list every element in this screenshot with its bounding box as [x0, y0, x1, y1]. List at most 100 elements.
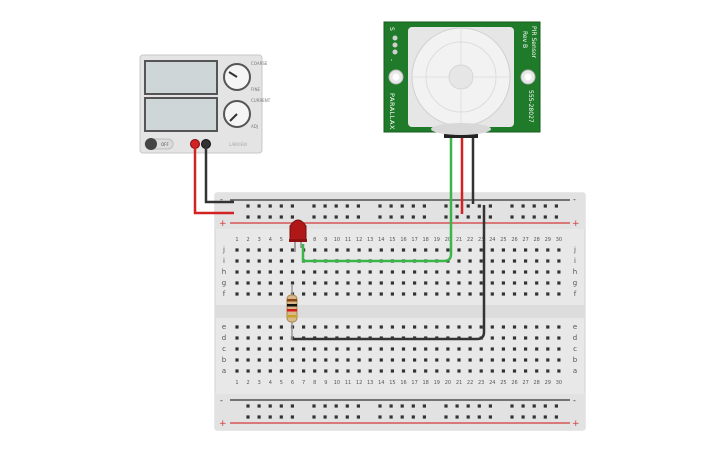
grid-hole[interactable] — [313, 270, 317, 274]
grid-hole[interactable] — [279, 369, 283, 373]
grid-hole[interactable] — [479, 325, 483, 329]
grid-hole[interactable] — [257, 369, 261, 373]
grid-hole[interactable] — [546, 336, 550, 340]
grid-hole[interactable] — [379, 325, 383, 329]
grid-hole[interactable] — [435, 325, 439, 329]
rail-hole[interactable] — [268, 204, 272, 208]
rail-hole[interactable] — [345, 415, 349, 419]
rail-hole[interactable] — [323, 215, 327, 219]
grid-hole[interactable] — [557, 270, 561, 274]
rail-hole[interactable] — [477, 204, 481, 208]
grid-hole[interactable] — [324, 347, 328, 351]
rail-hole[interactable] — [532, 415, 536, 419]
grid-hole[interactable] — [235, 270, 239, 274]
rail-hole[interactable] — [411, 215, 415, 219]
grid-hole[interactable] — [479, 248, 483, 252]
grid-hole[interactable] — [501, 292, 505, 296]
rail-hole[interactable] — [323, 204, 327, 208]
grid-hole[interactable] — [379, 292, 383, 296]
grid-hole[interactable] — [401, 248, 406, 252]
grid-hole[interactable] — [435, 270, 439, 274]
grid-hole[interactable] — [401, 358, 406, 362]
power-wire-red[interactable] — [193, 148, 234, 215]
grid-hole[interactable] — [524, 248, 528, 252]
resistor[interactable] — [286, 284, 298, 340]
grid-hole[interactable] — [346, 358, 350, 362]
grid-hole[interactable] — [490, 325, 494, 329]
grid-hole[interactable] — [246, 358, 250, 362]
rail-hole[interactable] — [290, 404, 294, 408]
grid-hole[interactable] — [435, 248, 439, 252]
grid-hole[interactable] — [335, 281, 339, 285]
rail-hole[interactable] — [400, 204, 404, 208]
grid-hole[interactable] — [235, 369, 239, 373]
grid-hole[interactable] — [446, 281, 450, 285]
grid-hole[interactable] — [535, 281, 539, 285]
rail-hole[interactable] — [279, 404, 283, 408]
grid-hole[interactable] — [512, 347, 517, 351]
grid-hole[interactable] — [235, 292, 239, 296]
grid-hole[interactable] — [401, 347, 406, 351]
grid-hole[interactable] — [346, 325, 350, 329]
grid-hole[interactable] — [457, 281, 461, 285]
red-led[interactable] — [289, 219, 307, 252]
grid-hole[interactable] — [390, 358, 394, 362]
grid-hole[interactable] — [501, 270, 505, 274]
rail-hole[interactable] — [422, 415, 426, 419]
grid-hole[interactable] — [546, 270, 550, 274]
grid-hole[interactable] — [235, 248, 239, 252]
grid-hole[interactable] — [313, 347, 317, 351]
grid-hole[interactable] — [268, 325, 272, 329]
grid-hole[interactable] — [257, 325, 261, 329]
rail-hole[interactable] — [323, 415, 327, 419]
rail-hole[interactable] — [532, 404, 536, 408]
grid-hole[interactable] — [390, 292, 394, 296]
rail-hole[interactable] — [411, 204, 415, 208]
grid-hole[interactable] — [390, 369, 394, 373]
grid-hole[interactable] — [346, 248, 350, 252]
grid-hole[interactable] — [357, 248, 361, 252]
grid-hole[interactable] — [290, 270, 295, 274]
grid-hole[interactable] — [546, 358, 550, 362]
grid-hole[interactable] — [413, 270, 417, 274]
grid-hole[interactable] — [257, 292, 261, 296]
grid-hole[interactable] — [490, 259, 494, 263]
grid-hole[interactable] — [368, 347, 372, 351]
grid-hole[interactable] — [290, 347, 295, 351]
grid-hole[interactable] — [235, 358, 239, 362]
grid-hole[interactable] — [490, 358, 494, 362]
rail-hole[interactable] — [466, 415, 470, 419]
rail-hole[interactable] — [312, 215, 316, 219]
grid-hole[interactable] — [424, 369, 428, 373]
grid-hole[interactable] — [279, 292, 283, 296]
grid-hole[interactable] — [357, 292, 361, 296]
grid-hole[interactable] — [490, 248, 494, 252]
rail-hole[interactable] — [521, 204, 525, 208]
grid-hole[interactable] — [346, 281, 350, 285]
grid-hole[interactable] — [268, 292, 272, 296]
rail-hole[interactable] — [389, 215, 393, 219]
grid-hole[interactable] — [357, 325, 361, 329]
rail-hole[interactable] — [334, 215, 338, 219]
grid-hole[interactable] — [257, 259, 261, 263]
grid-hole[interactable] — [546, 369, 550, 373]
rail-hole[interactable] — [312, 404, 316, 408]
grid-hole[interactable] — [535, 292, 539, 296]
grid-hole[interactable] — [279, 325, 283, 329]
grid-hole[interactable] — [368, 248, 372, 252]
grid-hole[interactable] — [324, 292, 328, 296]
grid-hole[interactable] — [368, 270, 372, 274]
grid-hole[interactable] — [413, 358, 417, 362]
grid-hole[interactable] — [390, 325, 394, 329]
voltage-knob[interactable] — [223, 63, 251, 91]
rail-hole[interactable] — [455, 215, 459, 219]
grid-hole[interactable] — [235, 259, 239, 263]
grid-hole[interactable] — [313, 325, 317, 329]
grid-hole[interactable] — [424, 347, 428, 351]
grid-hole[interactable] — [357, 281, 361, 285]
grid-hole[interactable] — [524, 325, 528, 329]
grid-hole[interactable] — [390, 248, 394, 252]
grid-hole[interactable] — [324, 358, 328, 362]
rail-hole[interactable] — [356, 204, 360, 208]
grid-hole[interactable] — [524, 358, 528, 362]
